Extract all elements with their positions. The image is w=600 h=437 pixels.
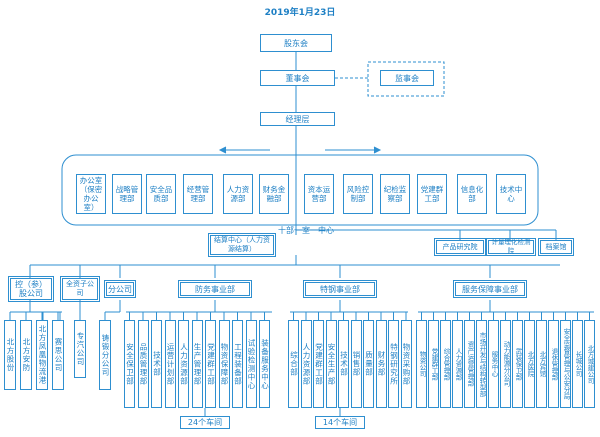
- department-box: 战略管理部: [112, 174, 142, 214]
- sub-unit-box: 物资采购部: [400, 320, 412, 408]
- sub-unit-box: 铸锻分公司: [99, 320, 111, 390]
- sub-unit-box: 市场开发与结构转型部: [476, 320, 487, 408]
- department-box: 人力资源部: [223, 174, 253, 214]
- sub-unit-box: 武装保卫部: [512, 320, 523, 408]
- sub-unit-box: 北方城建公司: [584, 320, 595, 408]
- sub-unit-box: 安全保卫部: [124, 320, 135, 408]
- sub-unit-box: 安全监督管理与公安分局: [560, 320, 571, 408]
- special-steel-division-box: 特钢事业部: [303, 280, 377, 298]
- workshops-14-box: 14个车间: [315, 416, 365, 429]
- sub-unit-box: 退休管理部: [548, 320, 559, 408]
- wholly-owned-box: 全资子公司: [60, 276, 100, 302]
- sub-unit-box: 资产运营管理部: [464, 320, 475, 408]
- supervisors-box: 监事会: [380, 70, 434, 86]
- sub-unit-box: 装备服务中心: [259, 320, 270, 408]
- holding-companies-box: 控（参）股公司: [8, 276, 54, 302]
- military-division-box: 防务事业部: [178, 280, 252, 298]
- sub-unit-box: 北方凤凰物流港: [36, 320, 48, 390]
- sub-unit-box: 品质管理部: [137, 320, 149, 408]
- department-box: 财务金融部: [259, 174, 289, 214]
- department-box: 技术中心: [496, 174, 526, 214]
- settlement-center-box: 结算中心（人力资源结算）: [208, 233, 276, 257]
- sub-unit-box: 技术部: [338, 320, 349, 408]
- sub-unit-box: 质量部: [363, 320, 374, 408]
- department-box: 资本运营部: [304, 174, 334, 214]
- sub-unit-box: 人力资源部: [452, 320, 463, 408]
- sub-unit-box: 人力资源部: [178, 320, 189, 408]
- sub-unit-box: 党建群工部: [205, 320, 216, 408]
- sub-unit-box: 物资保障部: [218, 320, 230, 408]
- sub-unit-box: 运营计划部: [164, 320, 176, 408]
- sub-unit-box: 党建群工部: [428, 320, 439, 408]
- sub-unit-box: 综合部: [288, 320, 299, 408]
- sub-unit-box: 安全生产部: [325, 320, 337, 408]
- service-division-box: 服务保障事业部: [453, 280, 527, 298]
- department-box: 纪检监察部: [380, 174, 410, 214]
- board-box: 董事会: [260, 70, 335, 86]
- sub-unit-box: 长城公司: [572, 320, 583, 408]
- sub-unit-box: 党建群工部: [313, 320, 324, 408]
- sub-unit-box: 物资公司: [416, 320, 427, 408]
- sub-unit-box: 服务中心: [488, 320, 499, 408]
- department-box: 办公室（保密办公室）: [76, 174, 106, 214]
- management-box: 经理层: [260, 112, 335, 126]
- sub-unit-box: 人力资源部: [300, 320, 312, 408]
- sub-unit-box: 技术部: [151, 320, 162, 408]
- sub-unit-box: 生产管理部: [191, 320, 203, 408]
- sub-unit-box: 综合管理部: [440, 320, 451, 408]
- sub-unit-box: 动力能源分公司: [500, 320, 511, 408]
- department-box: 党建群工部: [417, 174, 447, 214]
- branch-box: 分公司: [104, 280, 136, 298]
- center-label: 十部一室一中心: [278, 226, 334, 235]
- sub-unit-box: 北方医院: [524, 320, 535, 408]
- workshops-24-box: 24个车间: [180, 416, 230, 429]
- shareholders-box: 股东会: [260, 34, 332, 52]
- sub-unit-box: 销售部: [350, 320, 362, 408]
- sub-unit-box: 财务部: [375, 320, 387, 408]
- department-box: 经营管理部: [183, 174, 213, 214]
- metrology-institute-box: 计量理化检测院: [486, 238, 536, 256]
- sub-unit-box: 北方股份: [4, 320, 16, 390]
- department-box: 信息化部: [457, 174, 487, 214]
- department-box: 风险控制部: [343, 174, 373, 214]
- sub-unit-box: 专汽公司: [74, 320, 86, 378]
- sub-unit-box: 试验检测中心: [245, 320, 257, 408]
- sub-unit-box: 北方安防: [20, 320, 32, 390]
- product-institute-box: 产品研究院: [434, 238, 486, 256]
- archive-box: 档案馆: [538, 238, 574, 256]
- sub-unit-box: 北方宾馆: [536, 320, 547, 408]
- sub-unit-box: 工程装备部: [232, 320, 243, 408]
- chart-date: 2019年1月23日: [264, 8, 336, 18]
- department-box: 安全品质部: [146, 174, 176, 214]
- sub-unit-box: 特钢研究所: [388, 320, 399, 408]
- sub-unit-box: 赛思公司: [52, 320, 64, 390]
